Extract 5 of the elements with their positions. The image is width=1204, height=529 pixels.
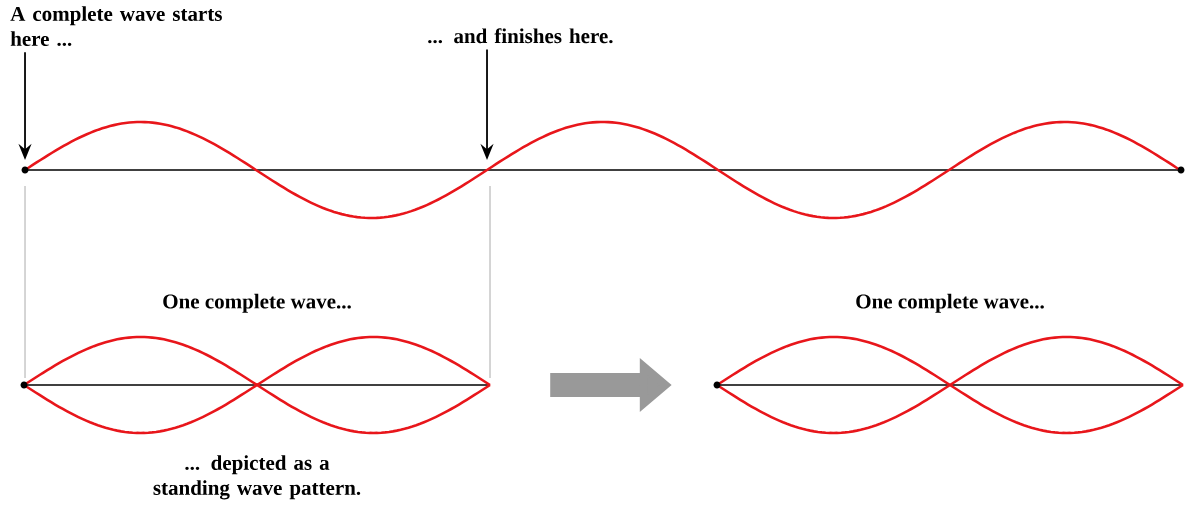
annotation-text: A complete wave starts here ...: [10, 6, 222, 47]
node-label: One complete wave...: [163, 293, 351, 313]
node-label: One complete wave...: [856, 293, 1044, 313]
annotation-text: ... and finishes here.: [428, 28, 613, 44]
node-label: ... depicted as a standing wave pattern.: [153, 455, 361, 500]
